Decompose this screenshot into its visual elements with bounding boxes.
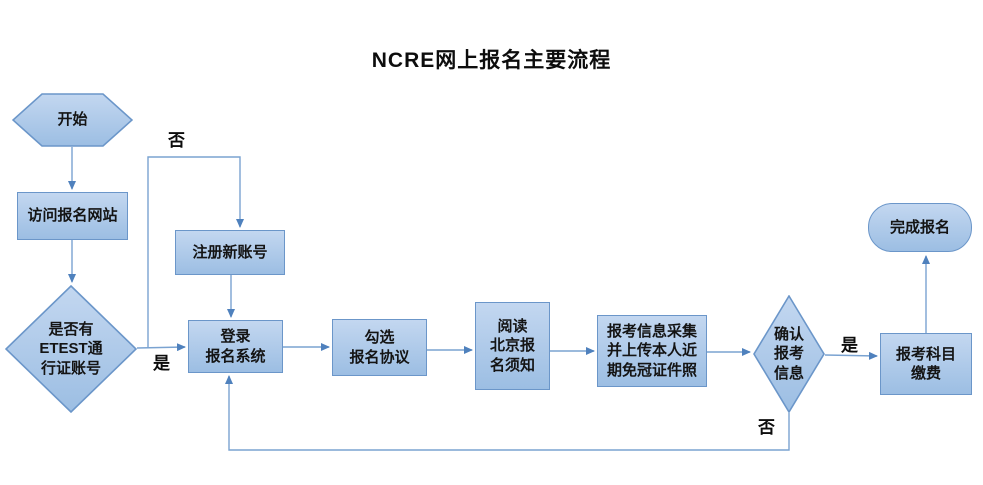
node-start-label: 开始 — [57, 111, 88, 129]
node-decision-confirm-info: 确认 报考 信息 — [753, 295, 825, 413]
node-collect-info-photo-label: 报考信息采集 并上传本人近 期免冠证件照 — [606, 323, 697, 379]
edge-label-no-bottom: 否 — [758, 418, 775, 437]
diamond-shape — [5, 285, 137, 413]
node-visit-site-label: 访问报名网站 — [27, 207, 118, 225]
diamond-shape — [753, 295, 825, 413]
node-pay-subjects: 报考科目 缴费 — [880, 333, 972, 395]
edge-label-yes-right: 是 — [841, 336, 858, 355]
diagram-title: NCRE网上报名主要流程 — [371, 49, 612, 72]
edge-confirm-no-to-login — [225, 375, 790, 451]
hexagon-shape — [12, 93, 133, 147]
node-register-account-label: 注册新账号 — [192, 243, 268, 261]
node-decision-has-account-label: 是否有 ETEST通 行证账号 — [39, 321, 103, 377]
node-done: 完成报名 — [868, 203, 972, 252]
node-check-agreement-label: 勾选 报名协议 — [349, 329, 410, 366]
edge-confirm-yes-to-pay — [824, 351, 878, 360]
node-read-notice: 阅读 北京报 名须知 — [475, 302, 550, 390]
node-login-system: 登录 报名系统 — [188, 320, 283, 373]
node-visit-site: 访问报名网站 — [17, 192, 128, 240]
edge-label-yes-left: 是 — [153, 354, 170, 373]
node-read-notice-label: 阅读 北京报 名须知 — [489, 318, 535, 374]
edge-label-no-top: 否 — [168, 131, 185, 150]
node-start: 开始 — [12, 93, 133, 147]
node-decision-confirm-info-label: 确认 报考 信息 — [773, 326, 804, 382]
node-check-agreement: 勾选 报名协议 — [332, 319, 427, 376]
node-collect-info-photo: 报考信息采集 并上传本人近 期免冠证件照 — [597, 315, 707, 387]
edge-decision-no-to-register — [147, 156, 244, 348]
node-done-label: 完成报名 — [889, 218, 950, 236]
node-register-account: 注册新账号 — [175, 230, 285, 275]
node-login-system-label: 登录 报名系统 — [205, 328, 266, 365]
node-pay-subjects-label: 报考科目 缴费 — [895, 345, 956, 382]
node-decision-has-account: 是否有 ETEST通 行证账号 — [5, 285, 137, 413]
edge-decision-yes-to-login — [136, 343, 186, 352]
